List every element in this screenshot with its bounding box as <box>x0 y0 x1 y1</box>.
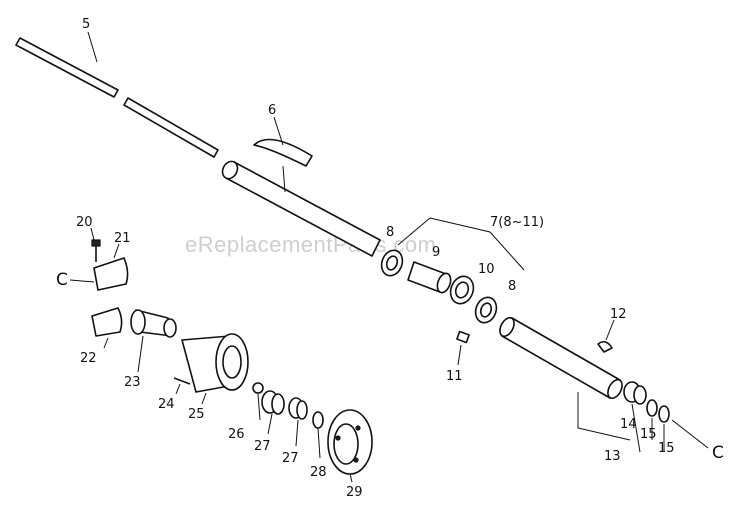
label-part-24: 24 <box>158 397 175 412</box>
label-c-left: C <box>56 270 68 290</box>
label-part-8a: 8 <box>386 225 394 240</box>
label-part-29: 29 <box>346 485 363 500</box>
bolt-part-20 <box>90 227 101 262</box>
label-part-13: 13 <box>604 449 621 464</box>
label-part-27a: 27 <box>254 439 271 454</box>
tube-cover-part-6 <box>253 116 313 167</box>
bolt-part-24 <box>173 377 191 395</box>
housing-part-23 <box>130 309 177 373</box>
clamp-ring-part-10 <box>449 275 475 305</box>
connector-c-left <box>69 279 95 283</box>
label-part-25: 25 <box>188 407 205 422</box>
bushing-part-14 <box>623 381 647 453</box>
screw-part-11 <box>456 330 470 366</box>
group-7-bracket <box>397 217 525 271</box>
label-part-15b: 15 <box>658 441 675 456</box>
label-part-21: 21 <box>114 231 131 246</box>
sleeve-part-9 <box>407 261 452 294</box>
cover-disc-part-29 <box>327 409 373 483</box>
snap-ring-part-28 <box>312 411 324 459</box>
main-shaft-tube <box>221 160 381 257</box>
ring-part-15a <box>646 399 658 440</box>
lower-clamp-part-22 <box>91 307 123 349</box>
label-part-23: 23 <box>124 375 141 390</box>
key-part-12 <box>597 319 615 353</box>
label-part-7: 7(8~11) <box>490 215 544 230</box>
connector-c-right <box>671 419 709 449</box>
label-c-right: C <box>712 443 724 463</box>
label-part-28: 28 <box>310 465 327 480</box>
lower-tube-part-13 <box>499 316 631 441</box>
label-part-10: 10 <box>478 262 495 277</box>
clamp-part-8a <box>380 249 404 277</box>
label-part-9: 9 <box>432 245 440 260</box>
label-part-8b: 8 <box>508 279 516 294</box>
label-part-14: 14 <box>620 417 637 432</box>
bearing-part-27b <box>288 397 308 447</box>
upper-clamp-part-21 <box>93 243 129 291</box>
label-part-20: 20 <box>76 215 93 230</box>
label-part-15a: 15 <box>640 427 657 442</box>
ring-part-26 <box>252 382 264 421</box>
part-labels: 5 6 7(8~11) 8 9 10 8 11 12 13 14 15 15 2… <box>56 17 724 500</box>
label-part-22: 22 <box>80 351 97 366</box>
label-part-6: 6 <box>268 103 276 118</box>
label-part-26: 26 <box>228 427 245 442</box>
drive-shaft-part-5 <box>15 31 219 158</box>
label-part-12: 12 <box>610 307 627 322</box>
label-part-11: 11 <box>446 369 463 384</box>
bearing-part-27a <box>261 390 285 435</box>
label-part-5: 5 <box>82 17 90 32</box>
gear-case-part-25 <box>181 333 249 405</box>
clamp-part-8b <box>474 296 498 324</box>
ring-part-15b <box>658 405 670 452</box>
label-part-27b: 27 <box>282 451 299 466</box>
